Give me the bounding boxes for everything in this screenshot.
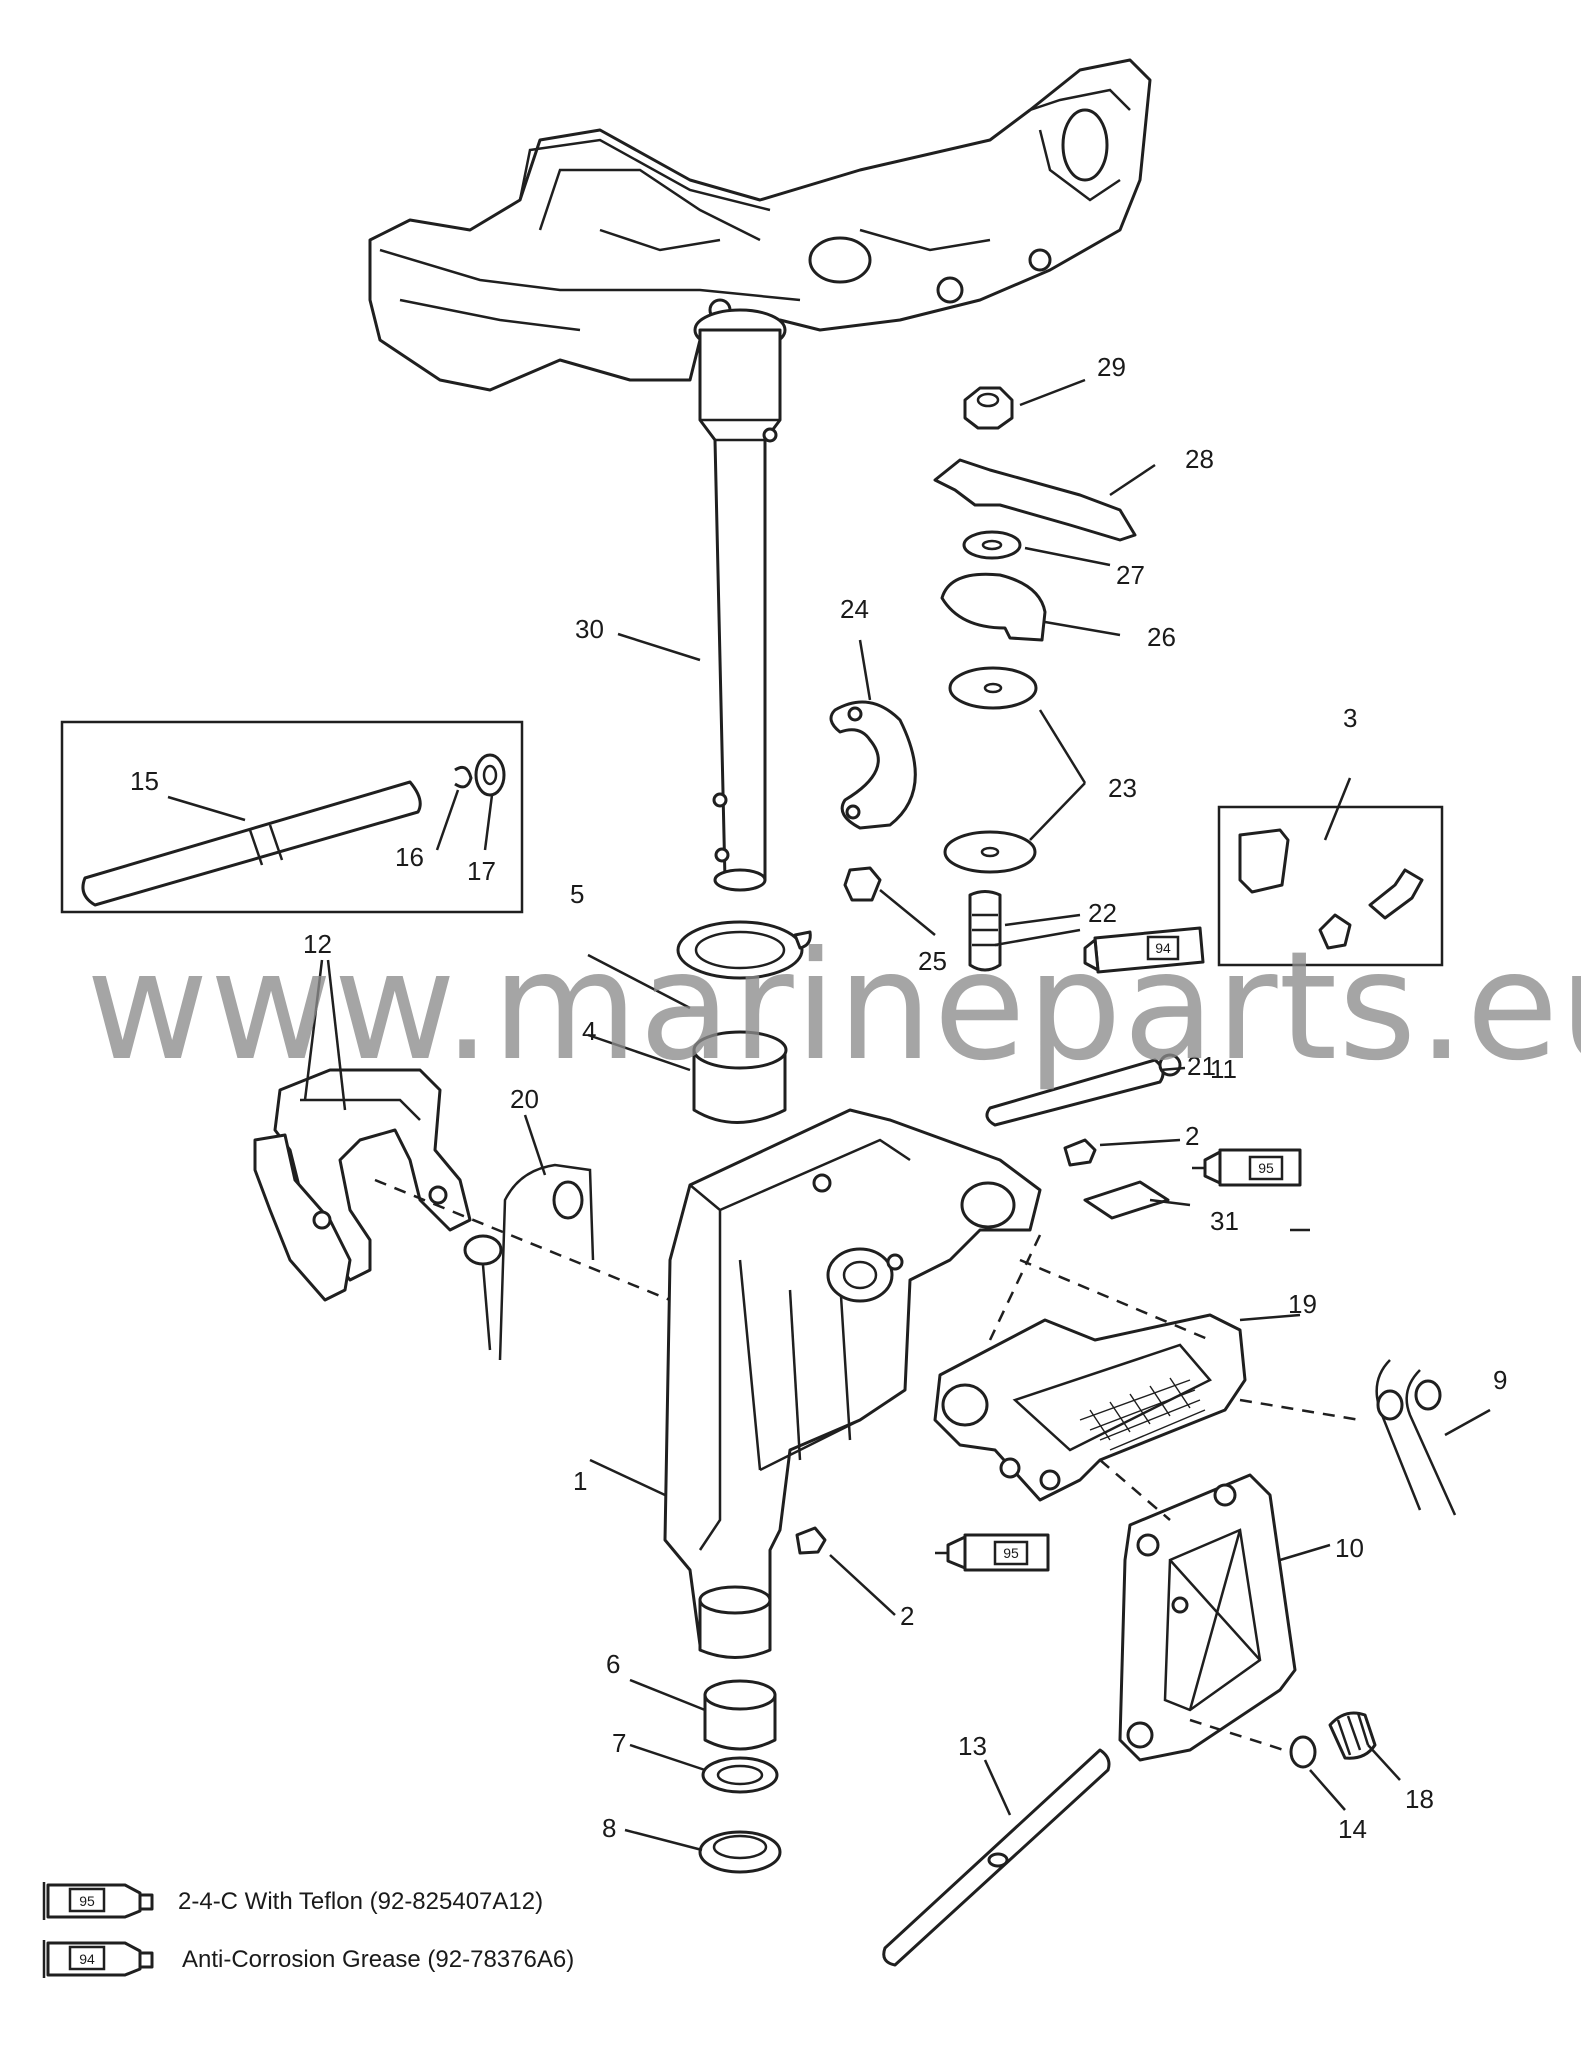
callout-25: 25 — [918, 946, 947, 976]
assembly-lines — [374, 1178, 1361, 1754]
callout-9: 9 — [1493, 1365, 1507, 1395]
tilt-lock-spring — [463, 1163, 595, 1361]
grease-tube-22: 94 — [1083, 926, 1205, 974]
callout-8: 8 — [602, 1813, 616, 1843]
callout-6: 6 — [606, 1649, 620, 1679]
watermark: www.marineparts.eu — [86, 920, 1581, 1094]
swivel-bracket — [663, 1108, 1042, 1659]
callout-29: 29 — [1097, 352, 1126, 382]
legend-row-94: 94 Anti-Corrosion Grease (92-78376A6) — [42, 1940, 574, 1978]
legend-row-95: 95 2-4-C With Teflon (92-825407A12) — [42, 1882, 543, 1920]
inset-tilt-tube-box — [60, 720, 524, 914]
legend: 95 2-4-C With Teflon (92-825407A12) 94 A… — [42, 1882, 574, 1978]
callout-28: 28 — [1185, 444, 1214, 474]
grease-tube-2a: 95 — [1192, 1148, 1302, 1187]
tube-code-22: 94 — [1155, 940, 1171, 956]
clamp-springs — [1375, 1359, 1457, 1516]
callout-12: 12 — [303, 929, 332, 959]
tilt-pin-and-spring — [882, 1711, 1377, 1967]
steering-friction-parts — [829, 386, 1182, 1127]
callout-2-upper: 2 — [1185, 1121, 1199, 1151]
part-31-shim — [1083, 1180, 1170, 1220]
hardware-kit-box — [1217, 805, 1444, 967]
callout-11: 11 — [1210, 1054, 1237, 1084]
callout-30: 30 — [575, 614, 604, 644]
legend-text-94: Anti-Corrosion Grease (92-78376A6) — [182, 1946, 574, 1973]
callout-21: 21 — [1187, 1051, 1216, 1081]
callout-19: 19 — [1288, 1289, 1317, 1319]
callout-16: 16 — [395, 842, 424, 872]
callout-31: 31 — [1210, 1206, 1239, 1236]
callout-20: 20 — [510, 1084, 539, 1114]
lower-bushings — [698, 1679, 782, 1874]
steering-shaft — [698, 328, 782, 892]
callout-14: 14 — [1338, 1814, 1367, 1844]
callout-5: 5 — [570, 879, 584, 909]
callout-7: 7 — [612, 1728, 626, 1758]
callout-22: 22 — [1088, 898, 1117, 928]
callout-13: 13 — [958, 1731, 987, 1761]
callout-18: 18 — [1405, 1784, 1434, 1814]
callout-17: 17 — [467, 856, 496, 886]
callout-24: 24 — [840, 594, 869, 624]
legend-text-95: 2-4-C With Teflon (92-825407A12) — [178, 1888, 543, 1915]
tube-code-2a: 95 — [1258, 1160, 1274, 1176]
callout-1: 1 — [573, 1466, 587, 1496]
callout-3: 3 — [1343, 703, 1357, 733]
callout-4: 4 — [582, 1016, 596, 1046]
callout-10: 10 — [1335, 1533, 1364, 1563]
clamp-bracket — [933, 1313, 1247, 1502]
callout-26: 26 — [1147, 622, 1176, 652]
grease-fittings — [795, 1138, 1097, 1555]
tilt-lock-lever — [253, 1068, 472, 1302]
callout-27: 27 — [1116, 560, 1145, 590]
tube-code-2b: 95 — [1003, 1545, 1019, 1561]
legend-code-95: 95 — [79, 1893, 95, 1909]
callout-15: 15 — [130, 766, 159, 796]
upper-bushings — [676, 920, 812, 1124]
transom-bracket — [1118, 1473, 1297, 1762]
callout-23: 23 — [1108, 773, 1137, 803]
legend-code-94: 94 — [79, 1951, 95, 1967]
leader-lines — [167, 378, 1491, 1852]
callout-labels: 1 2 2 3 4 5 6 7 8 9 10 11 12 13 14 15 16… — [130, 352, 1507, 1844]
grease-tube-2b: 95 — [935, 1533, 1050, 1572]
callout-2-lower: 2 — [900, 1601, 914, 1631]
